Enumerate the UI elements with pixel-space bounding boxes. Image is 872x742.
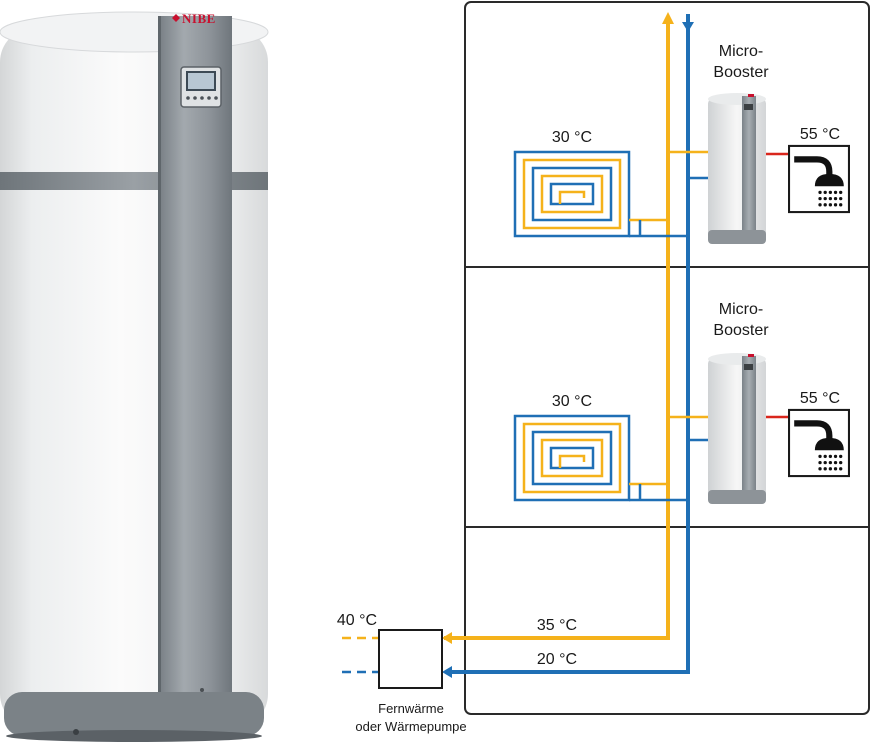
booster-label: Micro-	[719, 301, 763, 318]
hot-water-temp: 55 °C	[800, 390, 840, 407]
shower-icon	[789, 410, 849, 476]
svg-text:NIBE: NIBE	[182, 11, 216, 26]
floor-heating-coil	[513, 414, 631, 502]
brand-logo: NIBE	[172, 11, 216, 26]
return-riser	[442, 14, 694, 678]
shower-icon	[789, 146, 849, 212]
booster-label: Booster	[713, 322, 769, 339]
floor-heating-temp: 30 °C	[552, 393, 592, 410]
micro-booster-unit	[708, 93, 766, 244]
micro-booster-unit	[708, 353, 766, 504]
heat-source-box	[378, 629, 443, 689]
floor-heating-coil	[513, 150, 631, 238]
booster-label: Micro-	[719, 43, 763, 60]
supply-temp: 35 °C	[537, 617, 577, 634]
source-input-temp: 40 °C	[337, 612, 377, 629]
booster-label: Booster	[713, 64, 769, 81]
heat-source-label: Fernwärme	[378, 701, 444, 716]
floor-1: Micro- Booster 30 °C 55 °C	[513, 43, 849, 244]
heat-source-label: oder Wärmepumpe	[355, 719, 466, 734]
tank-front-panel	[158, 16, 232, 728]
supply-riser	[442, 12, 674, 644]
floor-heating-temp: 30 °C	[552, 129, 592, 146]
heat-pump-tank: NIBE	[0, 11, 269, 742]
hot-water-temp: 55 °C	[800, 126, 840, 143]
return-temp: 20 °C	[537, 651, 577, 668]
floor-2: Micro- Booster 30 °C 55 °C	[513, 301, 849, 504]
heat-source: 40 °C 35 °C 20 °C Fernwärme oder Wärmepu…	[337, 612, 577, 734]
tank-base	[4, 692, 264, 736]
